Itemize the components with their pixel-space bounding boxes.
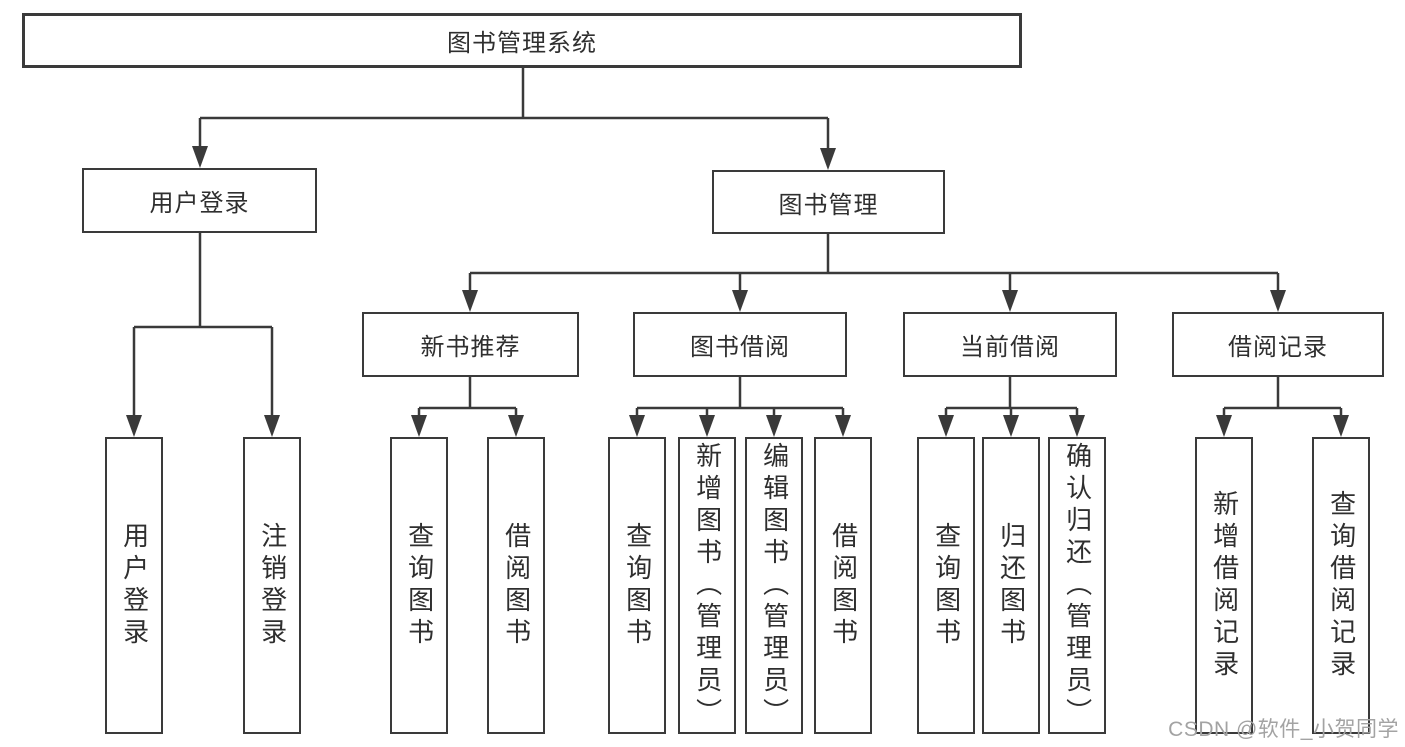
- node-book-borrowing: 图书借阅: [633, 312, 847, 377]
- arrowhead-icon: [629, 415, 645, 437]
- arrowhead-icon: [1069, 415, 1085, 437]
- vertical-label: 新增借阅记录: [1209, 489, 1240, 682]
- leaf-query-books-borrow: 查询图书: [608, 437, 666, 734]
- vertical-label: 查询借阅记录: [1326, 489, 1357, 682]
- leaf-confirm-return-admin: 确认归还（管理员）: [1048, 437, 1106, 734]
- vertical-label: 新增图书（管理员）: [692, 441, 723, 730]
- arrowhead-icon: [411, 415, 427, 437]
- arrowhead-icon: [126, 415, 142, 437]
- leaf-add-book-admin: 新增图书（管理员）: [678, 437, 736, 734]
- watermark-text: CSDN @软件_小贺同学: [1168, 718, 1399, 741]
- arrowhead-icon: [1002, 290, 1018, 312]
- node-current-borrowing: 当前借阅: [903, 312, 1117, 377]
- vertical-label: 编辑图书（管理员）: [759, 441, 790, 730]
- arrowhead-icon: [1270, 290, 1286, 312]
- node-borrowing-records: 借阅记录: [1172, 312, 1384, 377]
- arrowhead-icon: [508, 415, 524, 437]
- arrowhead-icon: [732, 290, 748, 312]
- vertical-label: 查询图书: [404, 521, 435, 650]
- vertical-label: 用户登录: [119, 521, 150, 650]
- arrowhead-icon: [820, 148, 836, 170]
- vertical-label: 查询图书: [931, 521, 962, 650]
- leaf-user-login: 用户登录: [105, 437, 163, 734]
- leaf-query-borrow-record: 查询借阅记录: [1312, 437, 1370, 734]
- arrowheads: [126, 146, 1349, 437]
- node-user-login: 用户登录: [82, 168, 317, 233]
- arrowhead-icon: [192, 146, 208, 168]
- arrowhead-icon: [766, 415, 782, 437]
- node-book-management: 图书管理: [712, 170, 945, 234]
- vertical-label: 查询图书: [622, 521, 653, 650]
- leaf-borrow-books-recommend: 借阅图书: [487, 437, 545, 734]
- node-new-book-recommendation: 新书推荐: [362, 312, 579, 377]
- vertical-label: 归还图书: [996, 521, 1027, 650]
- arrowhead-icon: [699, 415, 715, 437]
- arrowhead-icon: [835, 415, 851, 437]
- vertical-label: 借阅图书: [828, 521, 859, 650]
- arrowhead-icon: [1003, 415, 1019, 437]
- arrowhead-icon: [1216, 415, 1232, 437]
- node-library-system: 图书管理系统: [22, 13, 1022, 68]
- connector-edges: [132, 68, 1343, 421]
- leaf-query-books-recommend: 查询图书: [390, 437, 448, 734]
- arrowhead-icon: [1333, 415, 1349, 437]
- vertical-label: 借阅图书: [501, 521, 532, 650]
- arrowhead-icon: [264, 415, 280, 437]
- leaf-return-books: 归还图书: [982, 437, 1040, 734]
- leaf-borrow-books-borrow: 借阅图书: [814, 437, 872, 734]
- vertical-label: 确认归还（管理员）: [1062, 441, 1093, 730]
- arrowhead-icon: [938, 415, 954, 437]
- leaf-edit-book-admin: 编辑图书（管理员）: [745, 437, 803, 734]
- leaf-add-borrow-record: 新增借阅记录: [1195, 437, 1253, 734]
- leaf-logout: 注销登录: [243, 437, 301, 734]
- arrowhead-icon: [462, 290, 478, 312]
- vertical-label: 注销登录: [257, 521, 288, 650]
- leaf-query-books-current: 查询图书: [917, 437, 975, 734]
